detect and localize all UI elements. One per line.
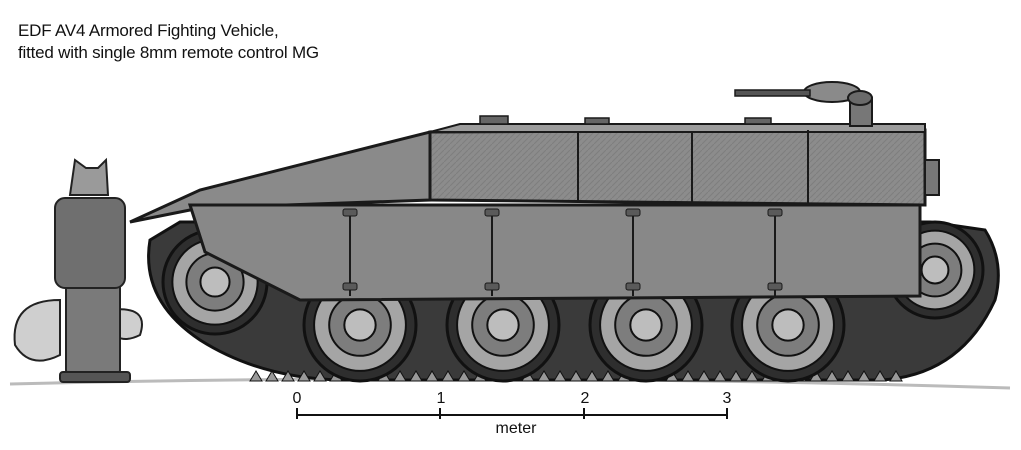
hull-side-skirt (187, 203, 922, 302)
track-tooth (457, 370, 471, 382)
rear-stowage-box (924, 159, 940, 196)
scale-figure (13, 157, 143, 383)
track-tooth (249, 370, 263, 382)
hull-roof (429, 123, 926, 133)
scale-unit-label: meter (495, 420, 537, 437)
remote-mg-mount (734, 81, 873, 127)
track-tooth (873, 370, 887, 382)
vehicle-hull (129, 115, 940, 302)
track-tooth (553, 370, 567, 382)
scale-tick-label-3: 3 (722, 390, 732, 407)
scale-tick-label-2: 2 (580, 390, 590, 407)
hull-superstructure (428, 128, 927, 207)
track-tooth (713, 370, 727, 382)
track-tooth (601, 370, 615, 382)
roof-hatch (479, 115, 509, 125)
figure-feet (59, 371, 131, 383)
track-tooth (697, 370, 711, 382)
scale-tick-label-0: 0 (292, 390, 302, 407)
track-tooth (393, 370, 407, 382)
track-tooth (857, 370, 871, 382)
roof-hatch (744, 117, 772, 125)
track-tooth (825, 370, 839, 382)
track-tooth (681, 370, 695, 382)
caption-line-title: EDF AV4 Armored Fighting Vehicle, (18, 21, 279, 40)
scale-tick-label-1: 1 (436, 390, 446, 407)
track-tooth (313, 370, 327, 382)
caption-line-subtitle: fitted with single 8mm remote control MG (18, 43, 319, 62)
scale-bar (296, 408, 728, 419)
figure-torso (54, 197, 126, 289)
track-tooth (409, 370, 423, 382)
figure-legs (65, 279, 121, 379)
superstructure-panel-lines (577, 130, 809, 204)
track-tooth (729, 370, 743, 382)
track-tooth (745, 370, 759, 382)
track-tooth (265, 370, 279, 382)
track-tooth (425, 370, 439, 382)
track-tooth (441, 370, 455, 382)
track-tooth (841, 370, 855, 382)
track-tooth (281, 370, 295, 382)
track-tooth (537, 370, 551, 382)
figure-head (68, 157, 110, 196)
roof-hatch (584, 117, 610, 125)
track-tooth (297, 370, 311, 382)
skirt-brackets (342, 208, 783, 291)
track-tooth (569, 370, 583, 382)
figure-tail (13, 298, 61, 362)
track-tooth (585, 370, 599, 382)
skirt-panel-lines (349, 212, 776, 296)
figure-caption: EDF AV4 Armored Fighting Vehicle, fitted… (18, 20, 319, 64)
track-tooth (889, 370, 903, 382)
